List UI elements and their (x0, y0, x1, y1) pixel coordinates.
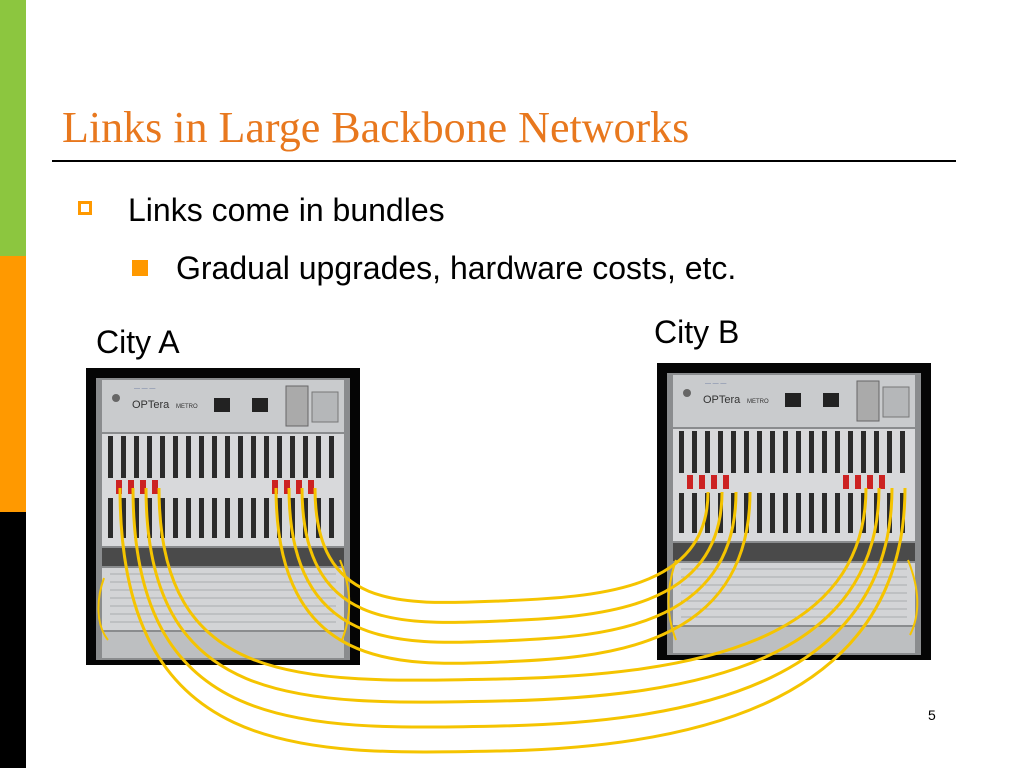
rack-brand-text: OPTera (132, 399, 170, 411)
rack-model-text: METRO (747, 399, 769, 405)
city-b-label: City B (654, 314, 740, 350)
city-a-rack-photo: — — — OPTera METRO (86, 368, 360, 665)
sub-bullet-text: Gradual upgrades, hardware costs, etc. (176, 250, 737, 286)
rack-model-text: METRO (176, 404, 198, 410)
slide-title: Links in Large Backbone Networks (62, 103, 690, 152)
svg-text:— — —: — — — (705, 381, 726, 387)
city-b-rack-photo: — — — OPTera METRO (657, 363, 931, 660)
svg-text:— — —: — — — (134, 386, 155, 392)
page-number: 5 (928, 707, 936, 723)
filled-square-icon (132, 260, 148, 276)
bullet-text: Links come in bundles (128, 192, 445, 228)
hollow-square-icon (78, 201, 92, 215)
optical-rack-illustration: — — — OPTera METRO (667, 373, 921, 655)
title-underline (52, 160, 956, 162)
accent-bar-green (0, 0, 26, 256)
city-a-label: City A (96, 324, 180, 360)
optical-rack-illustration: — — — OPTera METRO (96, 378, 350, 660)
rack-brand-text: OPTera (703, 394, 741, 406)
accent-bar-black (0, 512, 26, 768)
accent-bar-orange (0, 256, 26, 512)
accent-bar (0, 0, 26, 768)
